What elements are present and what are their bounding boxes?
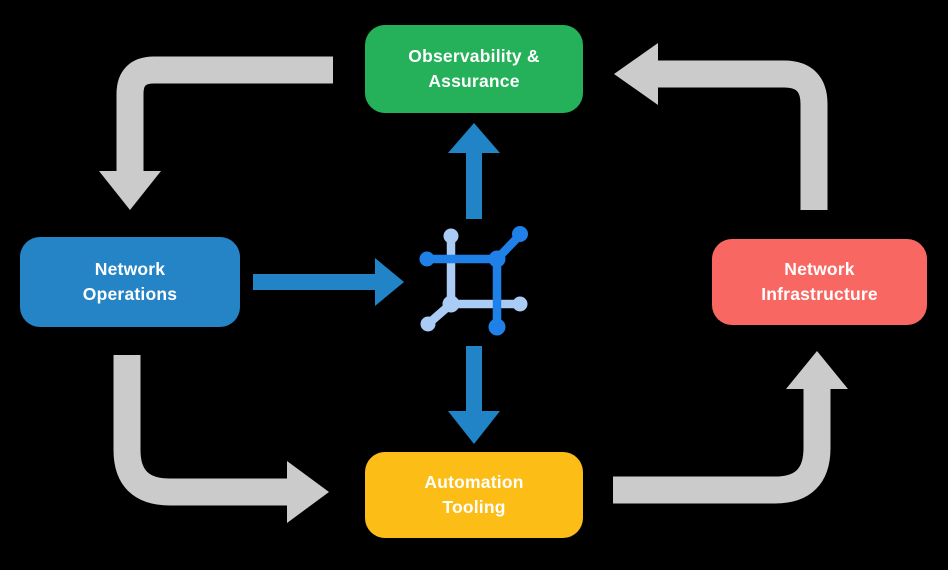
node-network-infrastructure: Network Infrastructure bbox=[712, 239, 927, 325]
node-label-line: Observability & bbox=[408, 46, 540, 67]
node-label-line: Network bbox=[94, 259, 166, 280]
node-network-operations: Network Operations bbox=[20, 237, 240, 327]
cycle-arrow-top-right bbox=[614, 43, 828, 210]
node-label-line: Operations bbox=[82, 284, 178, 304]
node-label-line: Automation bbox=[424, 472, 524, 493]
network-mesh-icon-primary bbox=[419, 226, 528, 336]
cycle-arrow-bottom-left bbox=[113, 355, 329, 523]
node-label-line: Infrastructure bbox=[761, 284, 878, 304]
cycle-arrow-top-left bbox=[99, 56, 333, 210]
node-label-line: Assurance bbox=[428, 71, 520, 91]
flow-arrow-down bbox=[448, 346, 500, 444]
network-mesh-icon-secondary bbox=[420, 228, 528, 332]
cycle-arrow-bottom-right bbox=[613, 351, 848, 504]
flow-arrow-up bbox=[448, 123, 500, 219]
node-label-line: Tooling bbox=[442, 497, 506, 517]
node-label-line: Network bbox=[784, 259, 855, 280]
node-automation-tooling: Automation Tooling bbox=[365, 452, 583, 538]
flow-arrow-right bbox=[253, 258, 404, 306]
network-mesh-icon bbox=[419, 226, 528, 336]
node-observability-assurance: Observability & Assurance bbox=[365, 25, 583, 113]
